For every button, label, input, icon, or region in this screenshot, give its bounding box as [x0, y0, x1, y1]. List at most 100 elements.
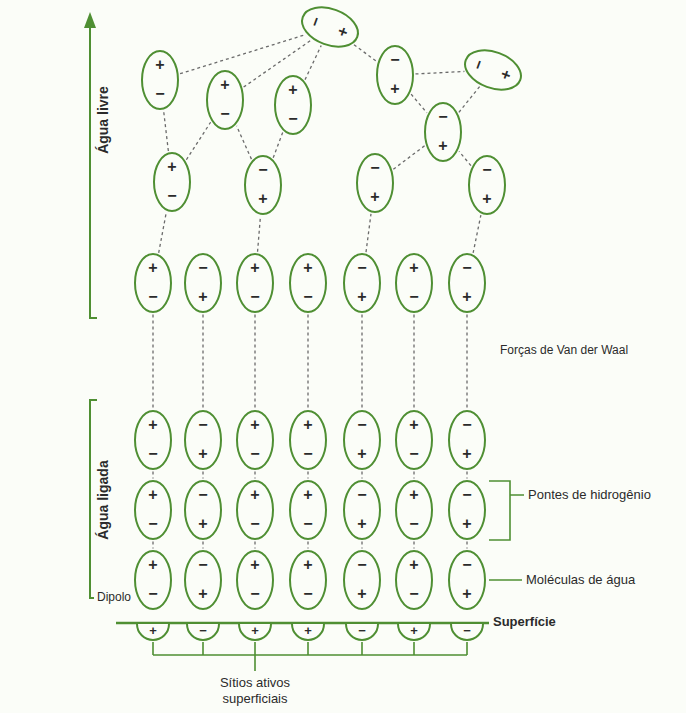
water-molecule: +− [134, 480, 172, 540]
charge-sign: − [357, 417, 366, 433]
sites-label: Sítios ativos superficiais [195, 675, 315, 707]
charge-sign: + [462, 446, 471, 462]
water-molecule: −+ [448, 550, 486, 610]
charge-sign: − [357, 557, 366, 573]
charge-sign: + [409, 487, 418, 503]
charge-sign: − [390, 52, 399, 68]
region-label: Água livre [95, 86, 112, 154]
water-molecule: −+ [244, 155, 282, 215]
molecule-ellipse [396, 254, 432, 312]
region-label: Água ligada [95, 460, 112, 539]
charge-sign: + [390, 81, 399, 97]
molecule-ellipse [142, 51, 178, 109]
bond-line [152, 542, 153, 549]
bond-line [152, 315, 153, 409]
bond-line [361, 542, 362, 549]
charge-sign: − [370, 160, 379, 176]
bond-line [307, 315, 308, 409]
callout-label: Pontes de hidrogênio [528, 487, 651, 503]
charge-sign: − [438, 109, 447, 125]
bond-line [258, 216, 261, 252]
bond-line [413, 315, 414, 409]
surface-site: + [397, 624, 431, 642]
molecule-ellipse [237, 481, 273, 539]
charge-sign: + [303, 487, 312, 503]
leader-line [489, 579, 522, 581]
molecule-ellipse [245, 156, 281, 214]
charge-sign: + [438, 138, 447, 154]
water-molecule: −+ [343, 550, 381, 610]
callout-label: Moléculas de água [526, 572, 635, 588]
charge-sign: + [462, 586, 471, 602]
charge-sign: + [409, 260, 418, 276]
charge-sign: − [250, 586, 259, 602]
bond-line [393, 146, 424, 169]
bond-line [307, 542, 308, 549]
molecule-ellipse [290, 411, 326, 469]
charge-sign: + [410, 624, 418, 638]
bond-line [152, 472, 153, 479]
bond-line [307, 472, 308, 479]
molecule-ellipse [154, 153, 190, 211]
surface-site: − [345, 624, 379, 642]
charge-sign: + [148, 417, 157, 433]
charge-sign: + [148, 557, 157, 573]
molecule-ellipse [344, 254, 380, 312]
free-water-arrow [90, 24, 97, 318]
molecule-ellipse [460, 43, 527, 97]
water-molecule: −+ [343, 480, 381, 540]
charge-sign: + [250, 260, 259, 276]
charge-sign: − [198, 260, 207, 276]
molecule-ellipse [185, 551, 221, 609]
site-arc [187, 624, 219, 640]
charge-sign: + [303, 260, 312, 276]
water-molecule: +− [236, 410, 274, 470]
water-molecule: −+ [295, 0, 364, 55]
charge-sign: − [148, 586, 157, 602]
bond-line [254, 542, 255, 549]
bond-line [354, 45, 377, 62]
charge-sign: + [303, 417, 312, 433]
water-molecule: −+ [184, 480, 222, 540]
surface-site: + [291, 624, 325, 642]
bond-line [466, 542, 467, 549]
charge-sign: − [358, 624, 366, 638]
water-molecule: −+ [448, 480, 486, 540]
water-molecule: −+ [184, 410, 222, 470]
charge-sign: − [462, 487, 471, 503]
water-molecule: +− [289, 253, 327, 313]
water-molecule: +− [236, 550, 274, 610]
site-arc [451, 624, 483, 640]
water-molecule: −+ [376, 45, 414, 105]
site-arc [239, 624, 271, 640]
charge-sign: + [251, 624, 259, 638]
charge-sign: − [482, 162, 491, 178]
charge-sign: − [258, 162, 267, 178]
charge-sign: + [149, 624, 157, 638]
charge-sign: + [148, 487, 157, 503]
water-molecule: +− [134, 410, 172, 470]
water-molecule: +− [274, 75, 312, 135]
molecule-ellipse [290, 551, 326, 609]
water-molecule: +− [236, 480, 274, 540]
water-molecule: +− [289, 550, 327, 610]
charge-sign: + [357, 516, 366, 532]
water-molecule: −+ [343, 253, 381, 313]
dipole-label: Dipolo [97, 590, 131, 605]
charge-sign: − [148, 446, 157, 462]
site-arc [346, 624, 378, 640]
charge-sign: + [155, 57, 164, 73]
water-molecule: −+ [184, 253, 222, 313]
molecule-ellipse [344, 411, 380, 469]
bond-line [237, 126, 252, 159]
bond-line [202, 542, 203, 549]
charge-sign: + [258, 191, 267, 207]
site-arc [137, 624, 169, 640]
charge-sign: + [482, 191, 491, 207]
bond-line [466, 472, 467, 479]
molecule-ellipse [344, 481, 380, 539]
molecule-ellipse [449, 254, 485, 312]
charge-sign: − [250, 516, 259, 532]
molecule-ellipse [297, 0, 364, 54]
